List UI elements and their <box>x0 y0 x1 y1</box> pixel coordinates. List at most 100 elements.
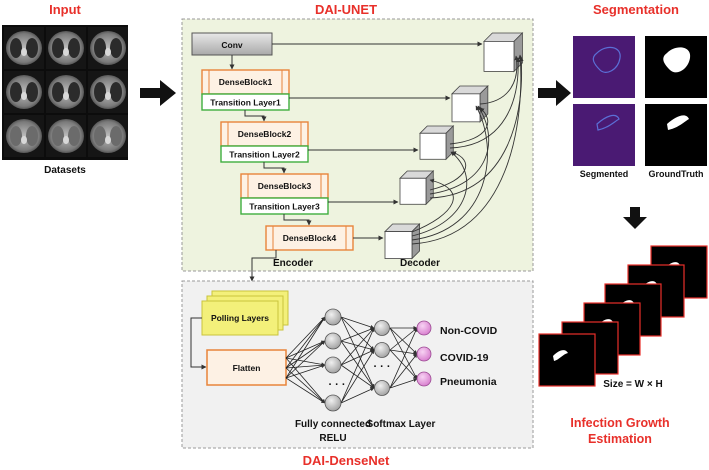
softmax-label: Softmax Layer <box>367 419 436 430</box>
softmax-ellipsis: · · · <box>373 361 390 373</box>
network-edge <box>285 364 326 379</box>
ct-scan-thumbnail <box>46 115 86 157</box>
ct-scan-grid <box>2 25 128 160</box>
size-formula: Size = W × H <box>603 379 662 390</box>
skip-connections <box>272 41 483 241</box>
decoder-cube <box>384 223 421 260</box>
network-edge <box>285 316 326 369</box>
dense-block-1: DenseBlock1 <box>201 69 290 95</box>
svg-text:Transition Layer1: Transition Layer1 <box>210 98 281 108</box>
unet-to-densenet-link <box>249 250 277 282</box>
hidden-node <box>374 380 390 396</box>
network-edge <box>285 357 326 404</box>
transition-layer-3: Transition Layer3 <box>240 197 329 215</box>
softmax-output-node <box>416 346 432 362</box>
decoder-curves <box>411 54 524 245</box>
svg-text:DenseBlock2: DenseBlock2 <box>238 129 292 139</box>
network-edge <box>389 327 418 389</box>
network-edges <box>285 316 418 404</box>
segmentation-images <box>573 36 707 166</box>
network-edge <box>340 316 375 329</box>
network-edge <box>340 316 375 351</box>
network-edge <box>340 340 375 389</box>
input-to-unet-arrow <box>140 80 176 106</box>
decoder-label: Decoder <box>400 258 440 269</box>
infection-title-line2: Estimation <box>588 432 652 446</box>
unet-to-segmentation-arrow <box>538 80 571 106</box>
segmented-label: Segmented <box>580 169 629 179</box>
network-edge <box>285 340 326 379</box>
fc-node <box>324 356 342 374</box>
pooling-layers: Polling Layers <box>201 290 289 336</box>
ct-scan-thumbnail <box>4 71 44 113</box>
fc-node <box>324 308 342 326</box>
network-edge <box>389 327 418 351</box>
network-edge <box>340 387 375 404</box>
conv-label: Conv <box>221 40 243 50</box>
ct-scan-thumbnail <box>88 115 128 157</box>
encoder-label: Encoder <box>273 258 313 269</box>
infection-frame-stack <box>538 245 708 387</box>
ct-scan-thumbnail <box>46 27 86 69</box>
output-pneumonia: Pneumonia <box>440 376 497 388</box>
dai-densenet-title: DAI-DenseNet <box>303 453 390 468</box>
svg-text:DenseBlock3: DenseBlock3 <box>258 181 312 191</box>
transition-layer-1: Transition Layer1 <box>201 93 290 111</box>
network-edge <box>389 327 418 355</box>
dai-unet-title: DAI-UNET <box>315 2 377 17</box>
network-edge <box>285 340 326 359</box>
ct-scan-thumbnail <box>4 115 44 157</box>
decoder-cube <box>419 125 455 161</box>
infection-title-line1: Infection Growth <box>570 416 669 430</box>
svg-text:DenseBlock1: DenseBlock1 <box>219 77 273 87</box>
input-title: Input <box>49 2 81 17</box>
network-edge <box>389 378 418 389</box>
network-edge <box>389 353 418 389</box>
hidden-node <box>374 342 390 358</box>
fc-ellipsis: · · · <box>328 379 345 391</box>
encoder-flow-arrows <box>229 55 312 226</box>
network-edge <box>285 316 326 359</box>
network-edge <box>285 377 326 404</box>
transition-layer-2: Transition Layer2 <box>220 145 309 163</box>
output-covid-19: COVID-19 <box>440 352 489 364</box>
network-edge <box>340 340 375 351</box>
network-edge <box>389 349 418 380</box>
relu-label: RELU <box>319 433 346 444</box>
segmentation-to-estimation-arrow <box>623 207 647 229</box>
network-edge <box>340 349 375 366</box>
svg-text:Polling Layers: Polling Layers <box>211 313 269 323</box>
output-non-covid: Non-COVID <box>440 325 498 337</box>
fully-connected-label: Fully connected <box>295 419 371 430</box>
network-edge <box>285 316 326 379</box>
network-edge <box>389 349 418 356</box>
fc-node <box>324 332 342 350</box>
ground-truth-label: GroundTruth <box>649 169 704 179</box>
datasets-caption: Datasets <box>44 165 86 176</box>
network-edge <box>285 367 326 404</box>
softmax-output-node <box>416 371 432 387</box>
dense-block-3: DenseBlock3 <box>240 173 329 199</box>
svg-text:Transition Layer2: Transition Layer2 <box>229 150 300 160</box>
softmax-output-node <box>416 320 432 336</box>
svg-text:Transition Layer3: Transition Layer3 <box>249 202 320 212</box>
ct-scan-thumbnail <box>88 71 128 113</box>
pooling-to-flatten-link <box>190 317 207 370</box>
dense-block-2: DenseBlock2 <box>220 121 309 147</box>
svg-text:Flatten: Flatten <box>233 363 261 373</box>
fc-node <box>324 394 342 412</box>
network-edge <box>340 316 375 389</box>
ct-scan-thumbnail <box>88 27 128 69</box>
flatten-box: Flatten <box>206 349 287 386</box>
network-nodes <box>324 308 432 412</box>
network-edge <box>340 327 375 404</box>
svg-text:DenseBlock4: DenseBlock4 <box>283 233 337 243</box>
decoder-cube <box>399 170 435 206</box>
network-edge <box>340 327 375 366</box>
hidden-node <box>374 320 390 336</box>
network-edge <box>340 327 375 342</box>
dense-block-4: DenseBlock4 <box>265 225 354 251</box>
network-edge <box>340 349 375 404</box>
estimation-frame <box>538 333 596 387</box>
